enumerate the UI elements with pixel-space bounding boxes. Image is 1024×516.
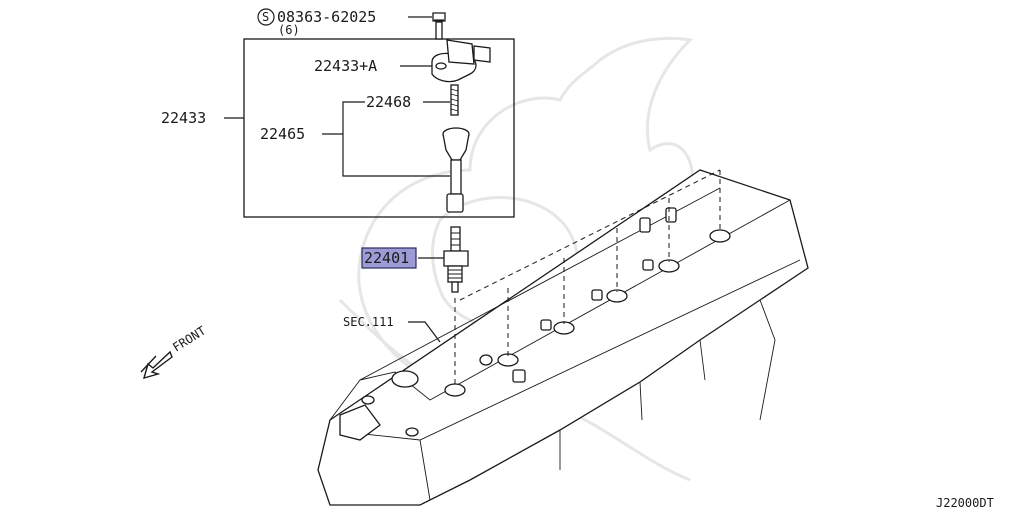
front-arrow-icon (140, 350, 173, 380)
coil-assembly-box (243, 38, 515, 218)
label-22433-a: 22433+A (314, 57, 377, 75)
label-front: FRONT (170, 324, 208, 355)
label-22468: 22468 (366, 93, 411, 111)
ignition-coil (431, 39, 491, 83)
s-symbol-circle (257, 8, 275, 26)
label-sec-111: SEC.111 (343, 315, 394, 329)
label-bolt-qty: (6) (278, 23, 300, 37)
label-22401[interactable]: 22401 (364, 249, 409, 267)
label-22465: 22465 (260, 125, 305, 143)
label-bolt-code: 08363-62025 (277, 8, 376, 26)
coil-boot (442, 127, 470, 213)
assembly-guide-lines (454, 169, 721, 386)
bolt (432, 12, 446, 40)
leader-lines (224, 16, 450, 343)
cylinder-head-cover (317, 169, 809, 506)
s-symbol: S (262, 10, 269, 24)
spring (450, 84, 459, 116)
spark-plug (443, 226, 469, 293)
label-22433: 22433 (161, 109, 206, 127)
diagram-code: J22000DT (936, 496, 994, 510)
part-highlight (361, 247, 417, 269)
